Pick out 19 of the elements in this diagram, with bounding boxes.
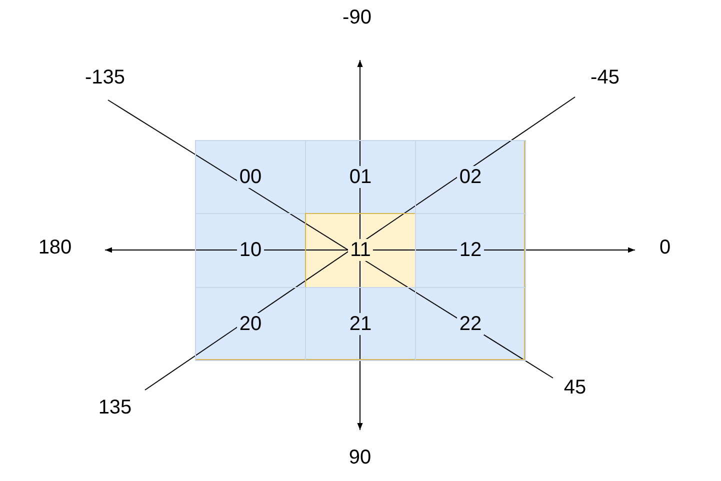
grid-cell bbox=[195, 140, 306, 214]
grid-cell bbox=[305, 213, 416, 288]
grid-cell bbox=[305, 286, 416, 361]
grid-cell bbox=[415, 140, 526, 214]
cell-label: 00 bbox=[237, 166, 264, 188]
grid-cell bbox=[195, 286, 306, 361]
grid-cell bbox=[415, 213, 526, 288]
angle-label: 135 bbox=[98, 396, 132, 420]
cell-label: 01 bbox=[347, 166, 374, 188]
grid-cell bbox=[415, 286, 526, 361]
angle-label: 45 bbox=[564, 376, 586, 400]
angle-label: -45 bbox=[590, 66, 620, 90]
angle-label: 0 bbox=[659, 236, 671, 260]
cell-label: 11 bbox=[348, 239, 373, 262]
angle-label: -135 bbox=[84, 66, 126, 90]
angle-label: 90 bbox=[348, 446, 372, 470]
cell-label: 21 bbox=[347, 312, 374, 335]
angle-label: 180 bbox=[38, 236, 72, 260]
angle-label: -90 bbox=[342, 6, 372, 30]
